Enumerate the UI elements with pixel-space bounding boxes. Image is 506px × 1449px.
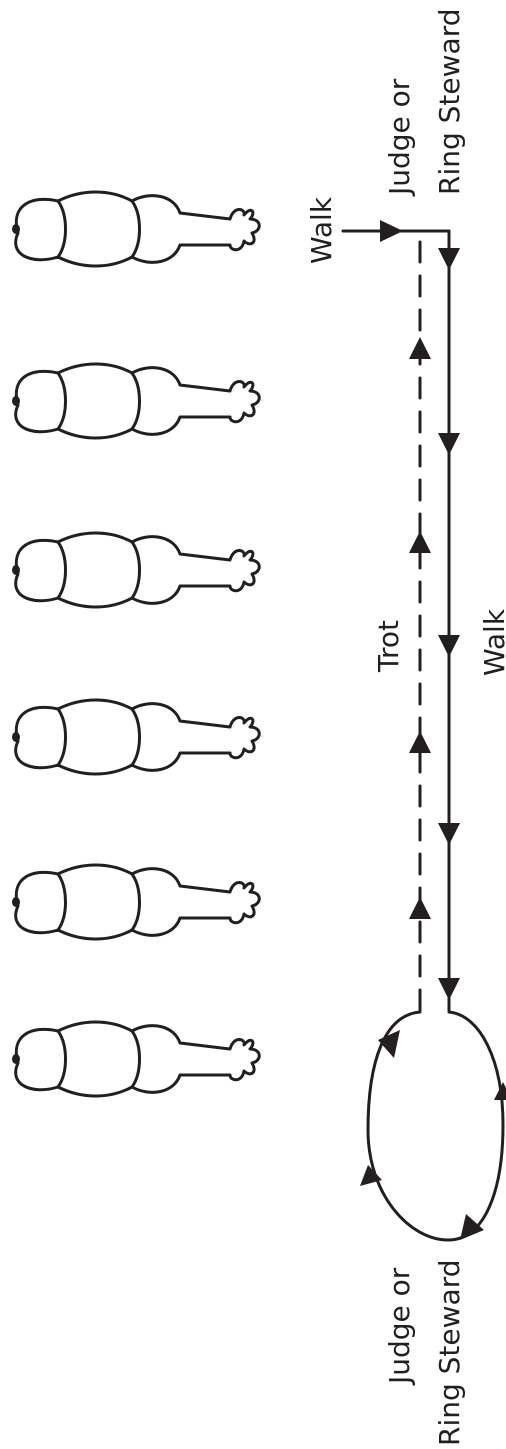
turnaround-loop: [360, 1010, 506, 1242]
label-bottom-station-line2: Ring Steward: [433, 1260, 466, 1446]
label-top-station-line2: Ring Steward: [433, 9, 466, 195]
label-bottom-station-line1: Judge or: [383, 1267, 416, 1386]
sheep-icon: [10, 698, 261, 776]
sheep-icon: [10, 362, 261, 440]
walk-entry-arrow: [341, 220, 451, 242]
sheep-icon: [10, 531, 261, 609]
sheep-icon: [10, 863, 261, 941]
trot-path-line: [409, 238, 431, 1012]
sheep-icon: [10, 1020, 261, 1098]
walk-path-line: [438, 229, 460, 1012]
label-top-station-line1: Judge or: [383, 78, 416, 197]
sheep-icons: [10, 190, 261, 1098]
sheep-icon: [10, 190, 261, 268]
label-walk-top: Walk: [305, 196, 338, 264]
label-walk-right: Walk: [478, 608, 506, 676]
label-trot: Trot: [372, 620, 405, 673]
